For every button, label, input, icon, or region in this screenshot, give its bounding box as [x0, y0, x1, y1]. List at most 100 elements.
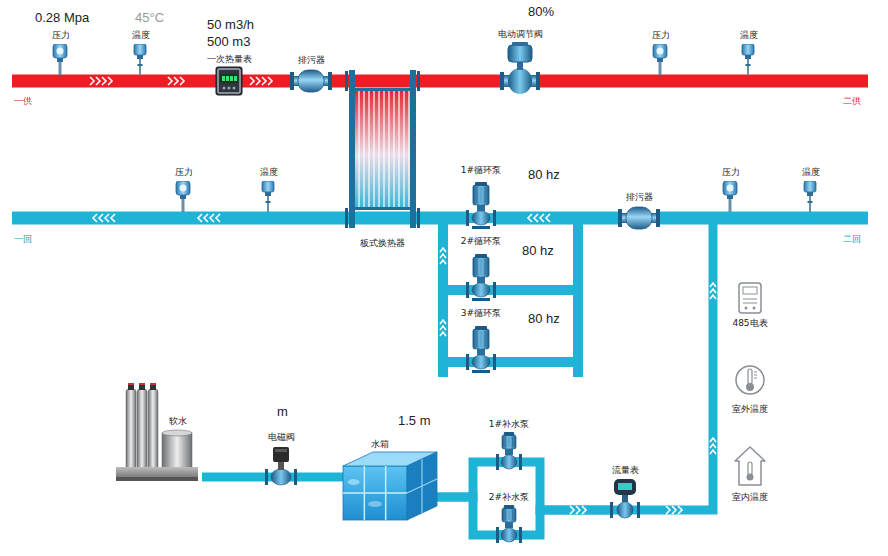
water-softener-icon-part [148, 389, 158, 469]
level-value-holder: 1.5 m [398, 413, 431, 429]
control-valve-icon [500, 42, 540, 98]
water-softener-icon-part [139, 383, 145, 385]
flow-chevron [540, 214, 544, 222]
flow-chevron [111, 214, 115, 222]
water-tank-icon-part [343, 466, 407, 520]
flow-meter-icon-part [617, 502, 633, 518]
component-label-holder: 排污器 [298, 55, 325, 66]
plate-heat-exchanger-icon-part [388, 90, 389, 208]
flow-value: 50 m3/h [207, 17, 254, 33]
plate-heat-exchanger-icon-part [345, 208, 348, 228]
makeup-pump-icon-part [505, 522, 513, 528]
temperature-sensor [134, 44, 146, 75]
heat-meter-icon-part [220, 74, 238, 83]
level-value: m [277, 404, 288, 420]
component-label-holder: 室内温度 [732, 492, 768, 503]
sensor-label: 压力 [175, 167, 193, 178]
plate-heat-exchanger: 板式换热器 [345, 68, 420, 230]
pipe [420, 218, 466, 362]
power-meter-icon [738, 282, 762, 314]
power-meter: 485电表 [738, 282, 762, 314]
flow-chevron [105, 214, 109, 222]
pressure-sensor [723, 181, 737, 212]
circulation-pump-icon-part [472, 211, 490, 225]
pipe-end-label: 一回 [14, 234, 32, 245]
flow-chevron [440, 326, 446, 330]
circulation-pump-icon-part [475, 326, 487, 330]
flow-chevron [168, 77, 172, 85]
component-label-holder: 电磁阀 [268, 432, 295, 443]
pressure-sensor [176, 181, 190, 212]
strainer: 排污器 [618, 206, 660, 232]
plate-heat-exchanger-icon-part [393, 90, 394, 208]
plate-heat-exchanger-icon-part [363, 90, 364, 208]
plate-heat-exchanger-icon-part [368, 90, 369, 208]
plate-heat-exchanger-icon-part [398, 90, 399, 208]
water-softener-icon-part [126, 389, 136, 469]
component-label: 2#循环泵 [461, 236, 501, 247]
plate-heat-exchanger-icon-part [349, 207, 416, 210]
pipe [297, 473, 343, 482]
circulation-pump-icon-part [466, 354, 469, 370]
water-softener-icon [112, 383, 202, 483]
plate-heat-exchanger-icon-part [349, 88, 416, 91]
flow-chevron [268, 77, 272, 85]
frequency-value: 80 hz [522, 243, 554, 259]
circulation-pump-icon-part [476, 187, 477, 203]
plate-heat-exchanger-icon-part [417, 71, 420, 91]
strainer-icon-part [328, 72, 332, 90]
sensor-label-holder: 压力 [722, 167, 740, 178]
plate-heat-exchanger-icon-part [349, 70, 355, 228]
flow-meter-icon-part [622, 494, 628, 502]
makeup-pump-icon-part [502, 508, 516, 522]
component-label-holder: 485电表 [732, 318, 767, 329]
water-tank-icon [343, 452, 437, 520]
indoor-sensor-icon-part [747, 474, 754, 481]
plate-heat-exchanger-icon-part [358, 90, 359, 208]
component-label: 一次热量表 [207, 54, 252, 65]
heat-meter: 一次热量表 [213, 66, 245, 96]
strainer-icon [618, 206, 660, 232]
water-softener-icon-part [150, 383, 156, 385]
makeup-pump-icon-part [512, 437, 513, 447]
circulation-pump-icon-part [476, 259, 477, 275]
makeup-pump: 1#补水泵 [496, 432, 522, 470]
circulation-pump-icon-part [477, 277, 485, 283]
water-tank: 水箱 [343, 452, 437, 520]
water-tank-icon-part [407, 479, 437, 493]
flow-chevron [174, 77, 178, 85]
heat-meter-icon-part [233, 87, 236, 90]
water-softener-icon-part [139, 383, 145, 390]
circulation-pump: 1#循环泵 [466, 182, 496, 232]
component-label: 485电表 [732, 318, 767, 329]
power-meter-icon-part [743, 287, 757, 294]
water-softener-icon-part [128, 383, 134, 385]
pipe [420, 75, 500, 88]
outdoor-sensor-icon [734, 360, 766, 400]
flow-chevron [440, 260, 446, 264]
heat-meter-icon [213, 66, 245, 96]
heat-meter-icon-part [222, 76, 225, 81]
volume-value-holder: 500 m3 [207, 34, 250, 50]
indoor-sensor-icon [733, 445, 767, 487]
plate-heat-exchanger-icon-part [378, 90, 379, 208]
solenoid-valve: 电磁阀 [265, 445, 297, 490]
heat-meter-icon-part [228, 87, 231, 90]
flow-chevron [440, 332, 446, 336]
makeup-pump-icon-part [505, 449, 513, 455]
flow-chevron [198, 214, 202, 222]
power-meter-icon-part [745, 307, 748, 310]
frequency-value-holder: 80 hz [528, 311, 560, 327]
sensor-label-holder: 压力 [652, 30, 670, 41]
frequency-value-holder: 80 hz [528, 167, 560, 183]
pipe [202, 473, 265, 482]
component-label: 板式换热器 [360, 238, 405, 249]
water-softener-icon-part [137, 389, 147, 469]
temperature-value: 45°C [135, 10, 164, 26]
flow-chevron [108, 77, 112, 85]
flow-meter-icon-part [637, 502, 640, 518]
flow-chevron [546, 214, 550, 222]
plate-heat-exchanger-icon-part [403, 90, 404, 208]
component-label-holder: 电动调节阀 [498, 29, 543, 40]
